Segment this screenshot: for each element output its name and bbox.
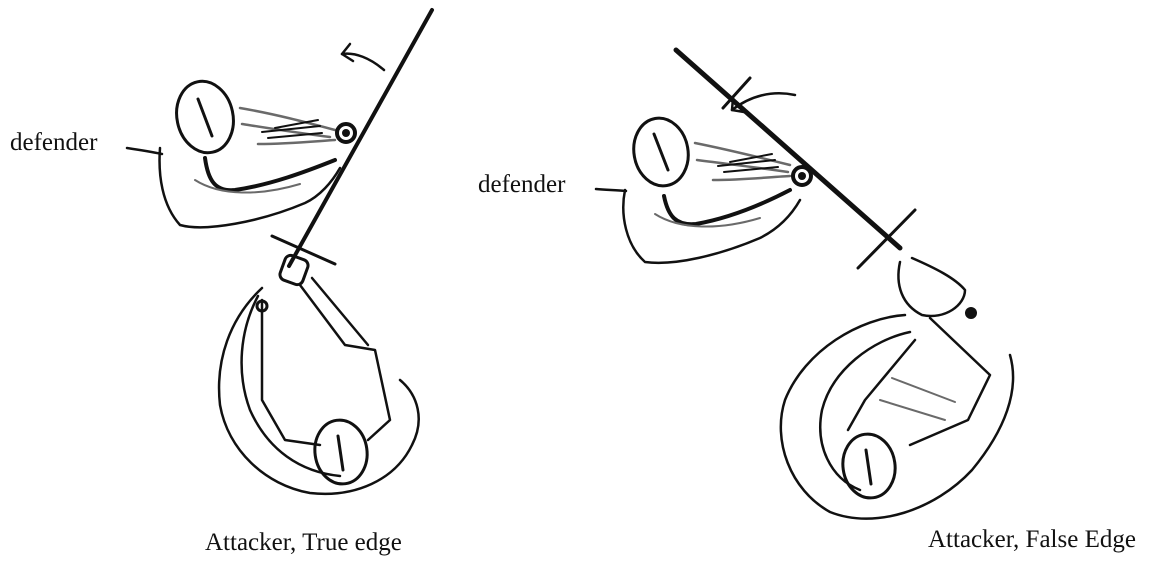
defender-arm-right xyxy=(664,190,790,224)
right-scene xyxy=(596,50,1013,519)
attacker-arm-left-2 xyxy=(300,285,390,440)
attacker-arm-right-1 xyxy=(910,318,990,445)
defender-figure-left xyxy=(160,76,355,227)
sword-blade-left xyxy=(289,10,432,266)
defender-label-left: defender xyxy=(10,130,97,155)
defender-arm-left xyxy=(205,158,335,190)
attacker-figure-left xyxy=(219,254,419,494)
attacker-arm-right-2 xyxy=(848,340,915,430)
attacker-figure-right xyxy=(781,258,1013,519)
left-scene xyxy=(127,10,432,494)
attacker-body-right xyxy=(781,315,1013,519)
defender-label-right: defender xyxy=(478,172,565,197)
caption-true-edge: Attacker, True edge xyxy=(205,530,402,555)
attacker-pommel-right xyxy=(965,307,977,319)
attacker-hands-right xyxy=(898,258,965,316)
attacker-arm-left-1 xyxy=(262,300,320,445)
defender-figure-right xyxy=(623,114,811,263)
caption-false-edge: Attacker, False Edge xyxy=(928,527,1136,552)
defender-leader-left xyxy=(127,148,162,154)
defender-leader-right xyxy=(596,189,626,191)
sword-motion-arrow-left xyxy=(342,54,384,70)
